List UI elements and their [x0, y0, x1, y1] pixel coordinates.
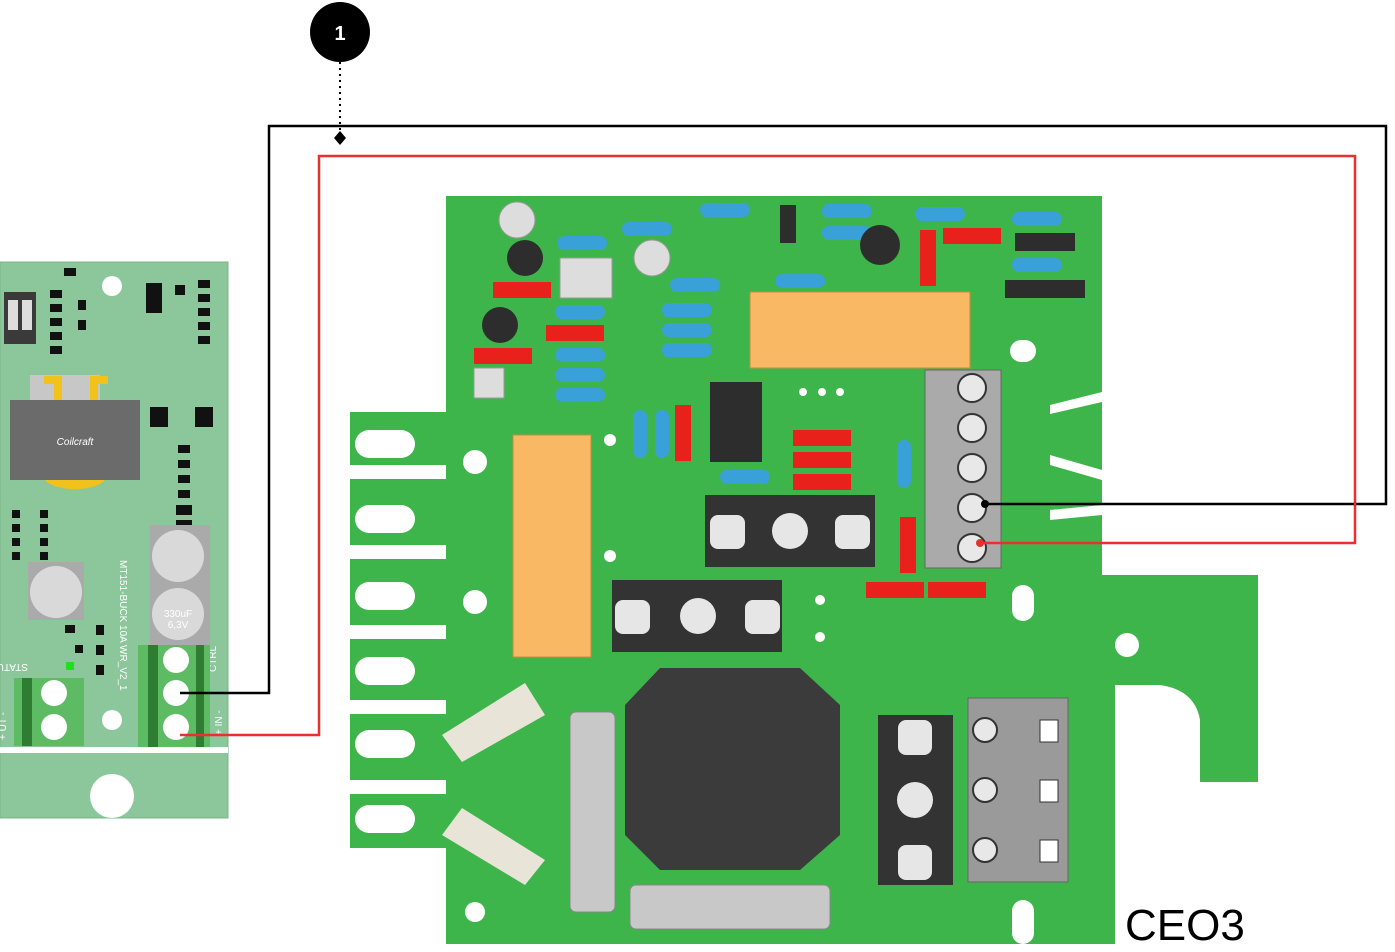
buck-converter-board: Coilcraft 330uF 6,3V MT151-BUCK 10A WR_V… — [0, 261, 229, 819]
svg-text:CTRL: CTRL — [208, 645, 219, 672]
relay — [512, 434, 592, 658]
board-label: CEO3 — [1125, 901, 1245, 950]
screw-terminal — [924, 369, 1002, 569]
output-terminal — [14, 678, 84, 746]
inductor: Coilcraft — [10, 375, 140, 490]
screw-terminal — [967, 697, 1069, 883]
input-terminal — [138, 645, 210, 747]
signal-wire — [180, 124, 1388, 695]
status-led — [66, 662, 74, 670]
svg-text:STATUS: STATUS — [0, 661, 28, 672]
callout-1: 1 — [310, 2, 370, 145]
power-wire — [180, 154, 1357, 737]
svg-text:MT151-BUCK 10A WR_V2_1: MT151-BUCK 10A WR_V2_1 — [117, 560, 128, 691]
svg-text:+ IN -: + IN - — [214, 710, 225, 735]
svg-text:330uF: 330uF — [164, 609, 192, 620]
svg-text:+ UT -: + UT - — [0, 712, 9, 740]
relay — [749, 291, 971, 369]
ceo3-board: CEO3 — [350, 196, 1258, 950]
ic-chip — [710, 382, 762, 462]
svg-text:6,3V: 6,3V — [168, 620, 189, 631]
capacitor: 330uF 6,3V — [28, 525, 210, 645]
svg-text:1: 1 — [334, 23, 345, 45]
choke-inductor — [625, 668, 840, 870]
svg-text:Coilcraft: Coilcraft — [57, 437, 95, 448]
